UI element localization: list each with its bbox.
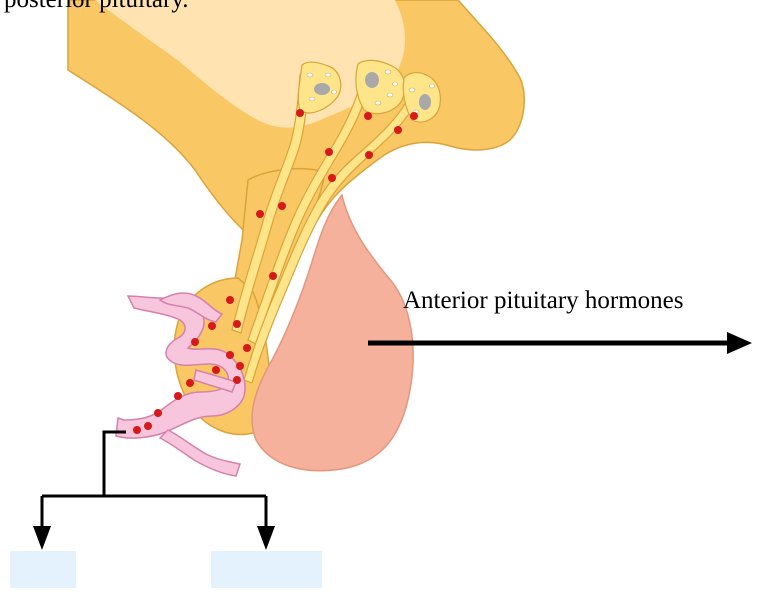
hormone-dot: [233, 320, 241, 328]
hormone-dot: [191, 338, 199, 346]
arrow-right-icon: [368, 332, 752, 354]
hormone-dot: [269, 272, 277, 280]
hormone-dot: [144, 422, 152, 430]
hormone-dot: [236, 362, 244, 370]
hormone-dot: [296, 109, 304, 117]
answer-box-right: [211, 551, 322, 588]
hormone-dot: [328, 174, 336, 182]
hormone-dot: [174, 392, 182, 400]
hormone-dot: [186, 379, 194, 387]
top-caption: posterior pituitary.: [4, 0, 188, 12]
branching-arrow: [33, 432, 275, 550]
hormone-dot: [364, 112, 372, 120]
answer-box-left: [10, 551, 76, 588]
hormone-dot: [208, 322, 216, 330]
hormone-dot: [154, 409, 162, 417]
arrow-down-icon: [33, 526, 51, 550]
hormone-dot: [365, 151, 373, 159]
hormone-dot: [226, 296, 234, 304]
hormone-dot: [256, 210, 264, 218]
hormone-dot: [212, 366, 220, 374]
hormone-dot: [278, 202, 286, 210]
hormone-dot: [243, 344, 251, 352]
hormone-dot: [410, 112, 418, 120]
hormone-dot: [226, 351, 234, 359]
anterior-hormones-label: Anterior pituitary hormones: [403, 287, 684, 315]
hormone-dot: [325, 148, 333, 156]
hormone-dot: [233, 376, 241, 384]
arrow-down-icon: [257, 526, 275, 550]
hormone-dot: [394, 126, 402, 134]
hormone-dot: [133, 426, 141, 434]
